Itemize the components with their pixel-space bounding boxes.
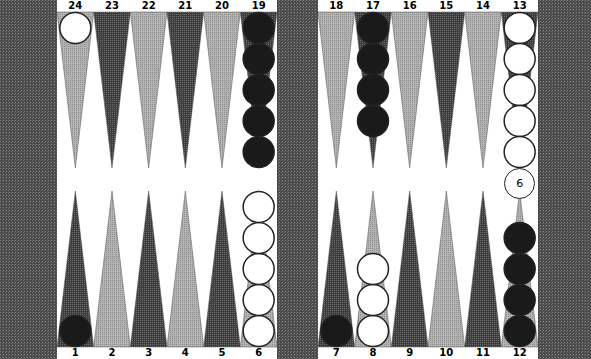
- white-checker: [243, 254, 274, 285]
- point-triangle: [501, 191, 538, 347]
- point-triangle: [167, 191, 204, 347]
- black-checker: [358, 44, 389, 75]
- point-triangle: [465, 12, 502, 168]
- white-checker: [504, 75, 535, 106]
- white-checker: [504, 13, 535, 44]
- point-triangle: [391, 191, 428, 347]
- black-checker: [358, 75, 389, 106]
- point-number: 21: [178, 0, 192, 12]
- black-checker: [358, 106, 389, 137]
- point-number: 14: [476, 0, 490, 12]
- black-checker: [504, 285, 535, 316]
- black-checker: [243, 106, 274, 137]
- white-checker: [504, 106, 535, 137]
- point-number: 6: [255, 347, 262, 359]
- black-checker: [358, 13, 389, 44]
- point-triangle: [204, 191, 241, 347]
- black-checker: [321, 316, 352, 347]
- point-number: 24: [68, 0, 82, 12]
- point-triangle: [57, 191, 94, 347]
- point-number: 16: [403, 0, 417, 12]
- white-checker: [243, 223, 274, 254]
- black-checker: [243, 137, 274, 168]
- point-number: 9: [406, 347, 413, 359]
- point-triangle: [428, 191, 465, 347]
- point-number: 12: [513, 347, 527, 359]
- white-checker: [504, 44, 535, 75]
- point-number: 13: [513, 0, 527, 12]
- point-number: 10: [439, 347, 453, 359]
- point-triangle: [204, 12, 241, 168]
- point-number: 17: [366, 0, 380, 12]
- count-checker: 6: [504, 168, 535, 199]
- point-triangle: [428, 12, 465, 168]
- point-number: 23: [105, 0, 119, 12]
- point-number: 18: [329, 0, 343, 12]
- white-checker: [504, 137, 535, 168]
- point-triangle: [94, 12, 131, 168]
- stack-count: 6: [516, 177, 523, 190]
- point-number: 4: [182, 347, 189, 359]
- black-checker: [243, 44, 274, 75]
- point-triangle: [355, 12, 392, 168]
- point-number: 11: [476, 347, 490, 359]
- black-checker: [504, 254, 535, 285]
- white-checker: [358, 285, 389, 316]
- black-checker: [504, 316, 535, 347]
- point-triangle: [391, 12, 428, 168]
- white-checker: [243, 192, 274, 223]
- point-number: 1: [72, 347, 79, 359]
- point-triangle: [240, 191, 277, 347]
- point-triangle: [355, 191, 392, 347]
- black-checker: [243, 13, 274, 44]
- black-checker: [243, 75, 274, 106]
- white-checker: [243, 316, 274, 347]
- point-number: 2: [109, 347, 116, 359]
- point-triangle: [57, 12, 94, 168]
- point-number: 7: [333, 347, 340, 359]
- point-triangle: [465, 191, 502, 347]
- point-triangle: [318, 191, 355, 347]
- point-triangle: [130, 191, 167, 347]
- point-number: 5: [219, 347, 226, 359]
- point-number: 20: [215, 0, 229, 12]
- point-triangle: [318, 12, 355, 168]
- white-checker: [358, 316, 389, 347]
- point-triangle: [501, 12, 538, 168]
- point-triangle: [240, 12, 277, 168]
- black-checker: [504, 223, 535, 254]
- white-checker: [358, 254, 389, 285]
- point-triangle: [130, 12, 167, 168]
- point-number: 15: [439, 0, 453, 12]
- black-checker: [60, 316, 91, 347]
- point-triangle: [94, 191, 131, 347]
- white-checker: [60, 13, 91, 44]
- point-triangle: [167, 12, 204, 168]
- point-number: 19: [252, 0, 266, 12]
- point-number: 22: [142, 0, 156, 12]
- point-number: 3: [145, 347, 152, 359]
- white-checker: [243, 285, 274, 316]
- point-number: 8: [370, 347, 377, 359]
